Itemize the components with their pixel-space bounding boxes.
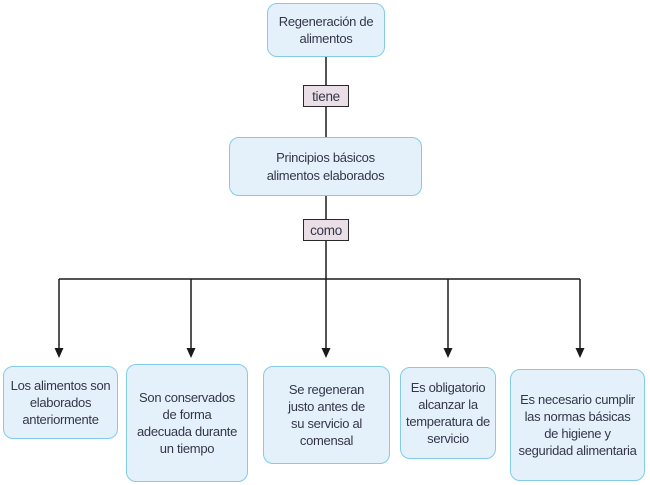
connector-label-text: tiene <box>312 88 340 104</box>
connector-label-text: como <box>310 222 342 238</box>
arrowhead-icon <box>54 348 64 358</box>
node-label: Es obligatorio alcanzar la temperatura d… <box>406 379 490 447</box>
node-regeneran-antes-servicio: Se regeneran justo antes de su servicio … <box>263 366 390 464</box>
node-temperatura-de-servicio: Es obligatorio alcanzar la temperatura d… <box>400 367 496 459</box>
arrowhead-icon <box>321 348 331 358</box>
node-label: Son conservados de forma adecuada durant… <box>137 389 238 457</box>
node-normas-higiene-seguridad: Es necesario cumplir las normas básicas … <box>510 369 645 481</box>
node-regeneracion-de-alimentos: Regeneración de alimentos <box>267 3 385 57</box>
node-conservados-forma-adecuada: Son conservados de forma adecuada durant… <box>126 364 248 482</box>
node-principios-basicos: Principios básicos alimentos elaborados <box>229 137 422 196</box>
node-label: Regeneración de alimentos <box>278 13 374 46</box>
node-label: Principios básicos alimentos elaborados <box>266 150 385 183</box>
node-label: Es necesario cumplir las normas básicas … <box>518 391 637 459</box>
arrowhead-icon <box>443 348 453 358</box>
node-label: Los alimentos son elaborados anteriormen… <box>10 377 111 428</box>
connector-label-como: como <box>303 219 349 241</box>
node-alimentos-elaborados-anteriormente: Los alimentos son elaborados anteriormen… <box>3 366 118 439</box>
arrowhead-icon <box>186 348 196 358</box>
node-label: Se regeneran justo antes de su servicio … <box>288 381 365 449</box>
arrowhead-icon <box>575 348 585 358</box>
connector-label-tiene: tiene <box>303 85 349 107</box>
